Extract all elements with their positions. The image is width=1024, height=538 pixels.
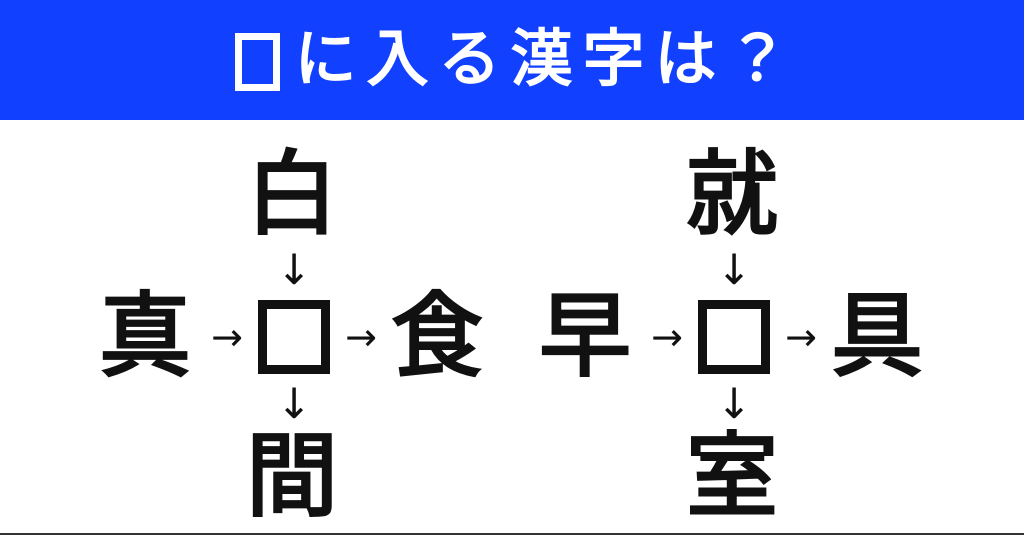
arrow-right-right-icon: → [785,315,817,359]
arrow-down-top-icon: ↓ [716,245,752,294]
kanji-right: 食 [390,283,483,390]
kanji-top: 白 [245,141,338,248]
arrow-down-bottom-icon: ↓ [276,379,312,428]
page-title-text: に入る漢字は？ [294,25,799,94]
arrow-right-left-icon: → [651,315,683,359]
page-title: に入る漢字は？ [225,29,798,91]
kanji-left: 真 [98,283,191,390]
arrow-down-top-icon: ↓ [276,245,312,294]
puzzle-right: 就 ↓ 早 → → 具 ↓ 室 [512,127,952,527]
arrow-right-left-icon: → [211,315,243,359]
puzzle-area: 白 ↓ 真 → → 食 ↓ 間 就 ↓ 早 → → 具 ↓ 室 [0,120,1024,534]
answer-box-slot[interactable] [258,300,330,374]
header-band: に入る漢字は？ [0,0,1024,120]
blank-square-icon [235,33,281,91]
kanji-bottom: 間 [245,423,338,530]
kanji-left: 早 [538,283,631,390]
bottom-divider [0,533,1024,535]
arrow-right-right-icon: → [345,315,377,359]
kanji-top: 就 [685,141,778,248]
answer-box-slot[interactable] [698,300,770,374]
kanji-bottom: 室 [685,423,778,530]
arrow-down-bottom-icon: ↓ [716,379,752,428]
puzzle-left: 白 ↓ 真 → → 食 ↓ 間 [72,127,512,527]
kanji-right: 具 [830,283,923,390]
